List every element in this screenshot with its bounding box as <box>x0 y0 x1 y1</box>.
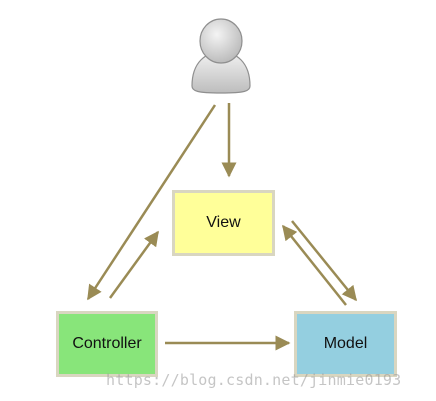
controller-node: Controller <box>56 311 158 377</box>
edge-model-to-view <box>282 224 347 306</box>
edge-view-to-model <box>291 220 357 302</box>
user-icon <box>191 18 251 94</box>
watermark: https://blog.csdn.net/jinmie0193 <box>106 371 402 389</box>
edge-controller-to-view <box>108 230 160 299</box>
model-node: Model <box>294 311 397 377</box>
edge-user-to-controller <box>86 104 217 301</box>
controller-label: Controller <box>72 335 142 352</box>
model-label: Model <box>323 335 368 352</box>
view-node: View <box>172 190 275 256</box>
view-label: View <box>206 214 241 231</box>
